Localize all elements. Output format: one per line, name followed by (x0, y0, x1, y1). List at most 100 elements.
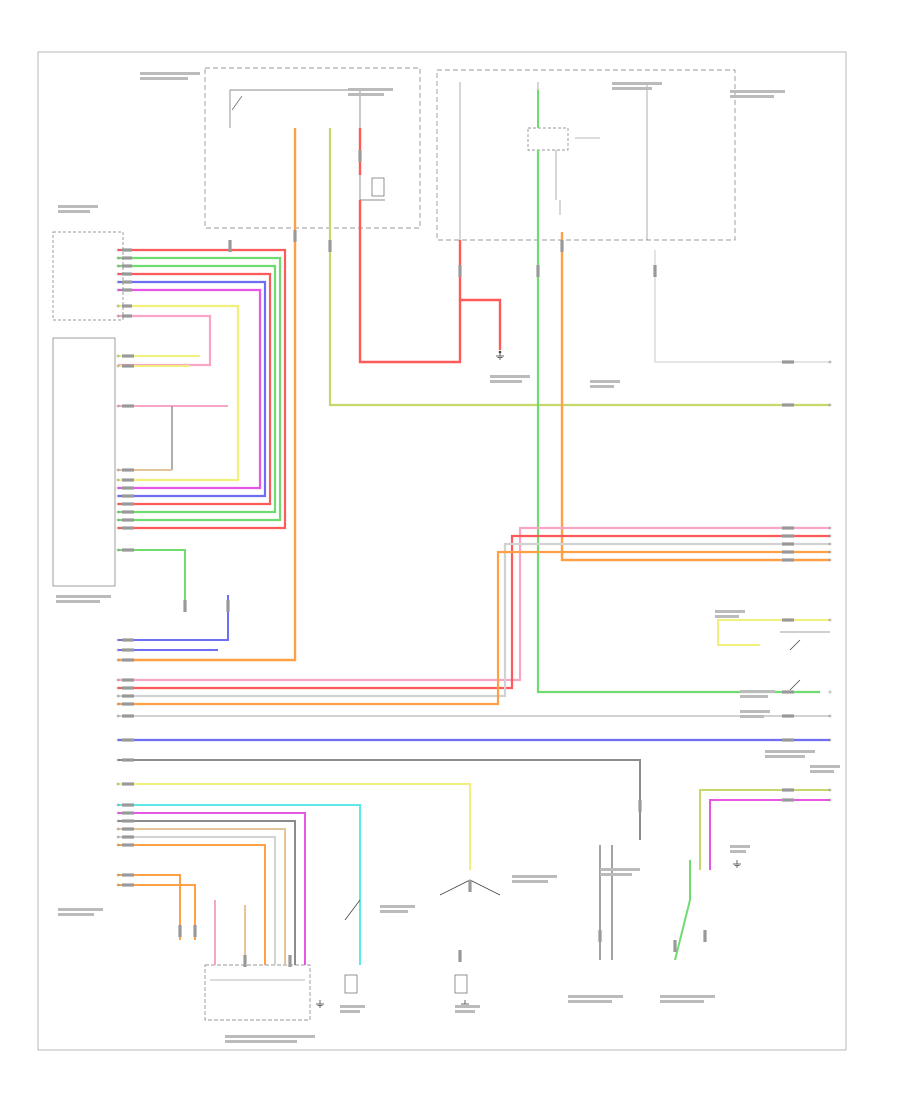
label-placeholder-6 (490, 375, 530, 378)
lower-pin-5 (116, 694, 120, 698)
wire-label-tag-24 (122, 686, 134, 690)
label-placeholder-3 (730, 90, 785, 93)
wire-label-tag-2 (122, 264, 132, 268)
pcm-green-loop (118, 549, 186, 610)
label-placeholder-13 (600, 868, 640, 871)
pcm-connector-box (52, 337, 116, 587)
wire-label-vtag-9 (226, 600, 230, 612)
switch-arm-1 (789, 639, 801, 651)
wire-label-vtag-5 (536, 265, 540, 277)
wire-label-tag-18 (122, 526, 134, 530)
pcm-pin-1 (116, 364, 120, 368)
wire-label-tag-36 (122, 843, 134, 847)
pcm-pin-5 (116, 486, 120, 490)
wire-label-tag-38 (122, 883, 134, 887)
label-placeholder-line2-22 (58, 913, 94, 916)
wire-label-tag-34 (122, 827, 134, 831)
wire-label-tag-48 (782, 714, 794, 718)
pcm-pin-7 (116, 502, 120, 506)
label-placeholder-line2-20 (455, 1010, 475, 1013)
right-exit-wire-0 (118, 526, 830, 682)
wire-label-tag-4 (122, 280, 132, 284)
relay-coil (371, 177, 385, 197)
label-placeholder-line2-0 (140, 77, 188, 80)
lower-pin-14 (116, 827, 120, 831)
label-placeholder-14 (512, 875, 557, 878)
pcm-pin-2 (116, 404, 120, 408)
lower-pin-12 (116, 811, 120, 815)
right-pin-7 (828, 618, 832, 622)
page-border (37, 51, 847, 1051)
wire-label-tag-1 (122, 256, 132, 260)
fuse-box-switch-arm (231, 95, 243, 111)
wire-label-tag-6 (122, 304, 132, 308)
pcm-pin-9 (116, 518, 120, 522)
app-bundle-wire-4 (118, 280, 267, 498)
app-pin-1 (116, 256, 120, 260)
app-pin-0 (116, 248, 120, 252)
wire-label-tag-41 (782, 526, 794, 530)
wire-label-tag-11 (122, 468, 134, 472)
right-exit-wire-3 (118, 550, 830, 706)
wire-label-vtag-3 (358, 150, 362, 162)
right-lower-green (674, 860, 691, 961)
label-placeholder-line2-15 (380, 910, 408, 913)
wire-label-tag-8 (122, 354, 134, 358)
label-placeholder-17 (660, 995, 715, 998)
wire-label-tag-12 (122, 478, 134, 482)
lower-pin-11 (116, 803, 120, 807)
wire-label-tag-26 (122, 702, 134, 706)
wire-label-tag-14 (122, 494, 134, 498)
wire-label-tag-22 (122, 658, 134, 662)
label-placeholder-line2-13 (600, 873, 632, 876)
relay-inner-box (527, 127, 569, 151)
wire-label-vtag-18 (288, 955, 292, 967)
right-pin-11 (828, 788, 832, 792)
lower-pin-3 (116, 678, 120, 682)
label-placeholder-0 (140, 72, 200, 75)
wire-label-tag-5 (122, 288, 132, 292)
lower-blue-1 (118, 595, 229, 641)
wire-label-tag-33 (122, 819, 134, 823)
lower-pin-16 (116, 843, 120, 847)
sensor-symbol-left (344, 899, 361, 921)
lower-bundle-wire-3 (118, 828, 286, 965)
pcm-pin-0 (116, 354, 120, 358)
wire-label-tag-28 (122, 738, 134, 742)
switch-arm-2 (789, 679, 801, 691)
green-long-vertical-wire (536, 150, 820, 694)
label-placeholder-19 (340, 1005, 365, 1008)
wire-label-tag-51 (782, 798, 794, 802)
pcm-pin-3 (116, 468, 120, 472)
wire-label-vtag-17 (243, 955, 247, 967)
lower-bundle-wire-0 (118, 804, 361, 965)
wire-label-tag-35 (122, 835, 134, 839)
wire-label-tag-45 (782, 558, 794, 562)
wire-label-tag-7 (122, 314, 132, 318)
app-bundle-wire-2 (118, 264, 277, 514)
wire-label-tag-40 (782, 403, 794, 407)
label-placeholder-line2-1 (348, 93, 384, 96)
label-placeholder-10 (740, 710, 770, 713)
label-placeholder-line2-5 (56, 600, 100, 603)
under-hood-fuse-relay-box (436, 69, 736, 241)
lower-bundle-wire-1 (118, 812, 306, 965)
right-pin-12 (828, 798, 832, 802)
wire-label-vtag-7 (653, 265, 657, 277)
label-placeholder-18 (225, 1035, 315, 1038)
label-placeholder-line2-16 (568, 1000, 612, 1003)
wire-label-tag-43 (782, 542, 794, 546)
label-placeholder-11 (765, 750, 815, 753)
right-pin-9 (828, 714, 832, 718)
label-placeholder-line2-3 (730, 95, 774, 98)
pcm-pin-8 (116, 510, 120, 514)
label-placeholder-20 (455, 1005, 480, 1008)
wire-label-tag-46 (782, 618, 794, 622)
app-pin-4 (116, 280, 120, 284)
wire-label-tag-16 (122, 510, 134, 514)
label-placeholder-line2-9 (740, 695, 768, 698)
wire-label-tag-27 (122, 714, 134, 718)
lower-pin-18 (116, 883, 120, 887)
right-pin-1 (828, 403, 832, 407)
